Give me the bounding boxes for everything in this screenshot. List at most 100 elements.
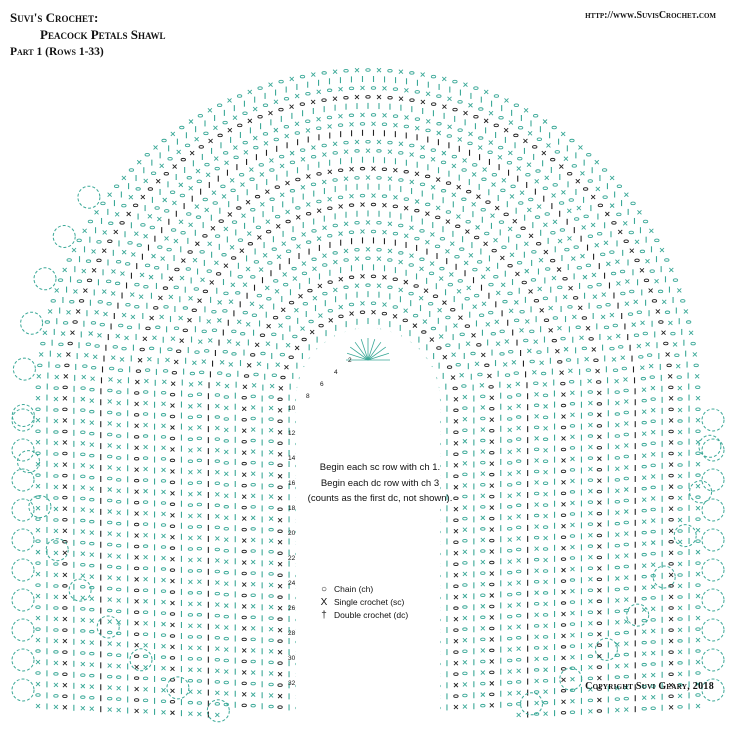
- chain-stitch-icon: [116, 543, 122, 548]
- chain-stitch-icon: [676, 375, 682, 379]
- scallop-icon: [11, 528, 35, 552]
- chain-stitch-icon: [241, 659, 247, 664]
- single-crochet-icon: [305, 202, 311, 207]
- single-crochet-icon: [570, 566, 575, 572]
- chain-stitch-icon: [542, 678, 549, 683]
- single-crochet-icon: [91, 249, 96, 254]
- chain-stitch-icon: [321, 143, 327, 148]
- single-crochet-icon: [233, 145, 238, 150]
- scallop-icon: [701, 558, 725, 582]
- single-crochet-icon: [393, 195, 398, 200]
- chain-stitch-icon: [164, 209, 170, 213]
- single-crochet-icon: [403, 308, 408, 314]
- chain-stitch-icon: [94, 344, 100, 348]
- single-crochet-icon: [170, 131, 176, 137]
- single-crochet-icon: [207, 108, 213, 113]
- chain-stitch-icon: [517, 156, 523, 161]
- chain-stitch-icon: [196, 657, 203, 661]
- single-crochet-icon: [534, 502, 539, 507]
- chain-stitch-icon: [529, 359, 535, 364]
- chain-stitch-icon: [238, 173, 245, 177]
- chain-stitch-icon: [212, 201, 218, 205]
- chain-stitch-icon: [507, 417, 513, 421]
- single-crochet-icon: [214, 260, 219, 266]
- chain-stitch-icon: [516, 680, 522, 684]
- chain-stitch-icon: [507, 461, 513, 465]
- single-crochet-icon: [62, 616, 68, 622]
- single-crochet-icon: [597, 434, 602, 440]
- chain-stitch-icon: [89, 519, 95, 524]
- single-crochet-icon: [295, 215, 301, 220]
- chain-stitch-icon: [480, 593, 486, 597]
- single-crochet-icon: [189, 150, 195, 156]
- chain-stitch-icon: [516, 547, 522, 552]
- single-crochet-icon: [570, 522, 575, 528]
- single-crochet-icon: [418, 295, 424, 301]
- single-crochet-icon: [284, 133, 290, 139]
- scallop-icon: [594, 637, 618, 661]
- single-crochet-icon: [489, 417, 495, 423]
- single-crochet-icon: [650, 606, 656, 612]
- single-crochet-icon: [597, 412, 602, 418]
- website-url[interactable]: http://www.SuvisCrochet.com: [585, 10, 716, 21]
- single-crochet-icon: [695, 461, 701, 467]
- chain-stitch-icon: [277, 705, 283, 709]
- single-crochet-icon: [80, 617, 86, 623]
- single-crochet-icon: [393, 122, 398, 128]
- chain-stitch-icon: [425, 128, 431, 133]
- chain-stitch-icon: [277, 551, 283, 555]
- chain-stitch-icon: [348, 203, 355, 207]
- chain-stitch-icon: [107, 432, 113, 437]
- single-crochet-icon: [507, 625, 513, 630]
- single-crochet-icon: [197, 667, 202, 673]
- chain-stitch-icon: [533, 491, 540, 496]
- chain-stitch-icon: [307, 288, 313, 293]
- chain-stitch-icon: [89, 387, 95, 392]
- single-crochet-icon: [89, 442, 95, 447]
- chain-stitch-icon: [432, 294, 439, 298]
- chain-stitch-icon: [67, 341, 73, 346]
- chain-stitch-icon: [222, 120, 228, 125]
- stitch-row: [89, 121, 647, 712]
- single-crochet-icon: [516, 690, 522, 696]
- single-crochet-icon: [241, 428, 247, 434]
- single-crochet-icon: [124, 335, 129, 341]
- single-crochet-icon: [268, 671, 274, 676]
- single-crochet-icon: [140, 194, 146, 200]
- single-crochet-icon: [365, 175, 371, 180]
- chain-stitch-icon: [268, 550, 274, 554]
- single-crochet-icon: [480, 515, 486, 521]
- single-crochet-icon: [246, 231, 252, 236]
- single-crochet-icon: [519, 327, 524, 333]
- chain-stitch-icon: [612, 323, 618, 328]
- chain-stitch-icon: [196, 679, 203, 683]
- chain-stitch-icon: [37, 363, 43, 368]
- single-crochet-icon: [215, 381, 221, 387]
- single-crochet-icon: [188, 119, 194, 124]
- chain-stitch-icon: [80, 430, 86, 434]
- chain-stitch-icon: [650, 419, 656, 423]
- single-crochet-icon: [409, 179, 415, 185]
- single-crochet-icon: [277, 561, 283, 567]
- single-crochet-icon: [227, 127, 233, 133]
- chain-stitch-icon: [116, 587, 122, 592]
- chain-stitch-icon: [62, 321, 69, 325]
- single-crochet-icon: [62, 440, 68, 445]
- chain-stitch-icon: [214, 680, 220, 684]
- single-crochet-icon: [561, 633, 566, 639]
- single-crochet-icon: [343, 221, 349, 227]
- chain-stitch-icon: [614, 565, 620, 570]
- chain-stitch-icon: [76, 238, 82, 243]
- single-crochet-icon: [526, 207, 532, 213]
- single-crochet-icon: [53, 550, 59, 556]
- chain-stitch-icon: [53, 628, 59, 632]
- single-crochet-icon: [89, 398, 95, 403]
- chain-stitch-icon: [250, 438, 256, 443]
- single-crochet-icon: [228, 362, 234, 367]
- chain-stitch-icon: [609, 346, 615, 351]
- chain-stitch-icon: [457, 128, 463, 132]
- chain-stitch-icon: [237, 274, 243, 279]
- single-crochet-icon: [623, 641, 629, 646]
- single-crochet-icon: [214, 712, 220, 718]
- chain-stitch-icon: [285, 219, 291, 224]
